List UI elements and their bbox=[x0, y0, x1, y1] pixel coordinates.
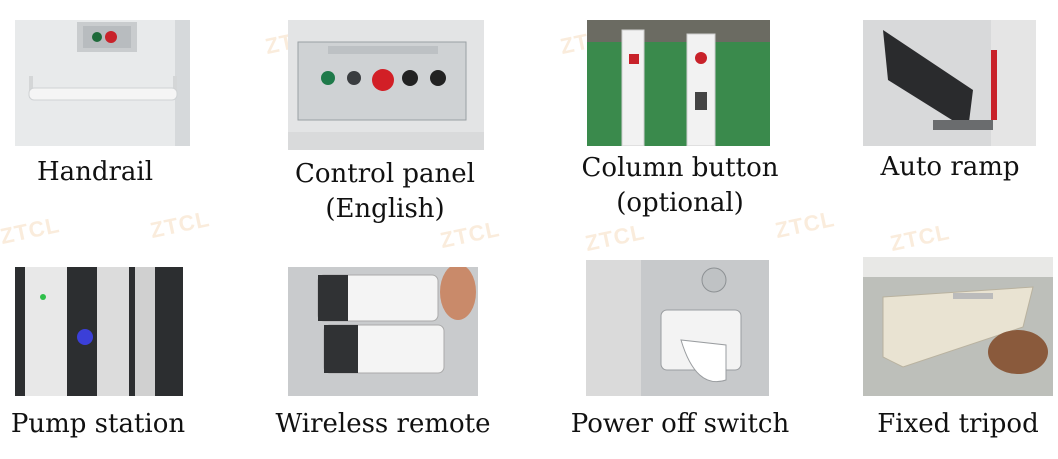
caption-pump-station: Pump station bbox=[10, 409, 186, 439]
watermark-logo: ZTCL bbox=[0, 212, 63, 249]
handrail-photo bbox=[15, 20, 190, 146]
auto-ramp-photo bbox=[863, 20, 1036, 146]
watermark-logo: ZTCL bbox=[887, 219, 953, 256]
wireless-remote-photo bbox=[288, 267, 478, 396]
caption-power-off-switch: Power off switch bbox=[570, 409, 790, 439]
power-off-switch-photo bbox=[586, 260, 769, 396]
caption-handrail: Handrail bbox=[36, 157, 154, 187]
caption-wireless-remote: Wireless remote bbox=[275, 409, 491, 439]
pump-station-photo bbox=[15, 267, 183, 396]
caption-fixed-tripod: Fixed tripod bbox=[877, 409, 1039, 439]
caption-control-panel: Control panel bbox=[295, 159, 475, 189]
column-button-photo bbox=[587, 20, 770, 146]
caption-column-button: Column button bbox=[581, 153, 779, 183]
control-panel-photo bbox=[288, 20, 484, 150]
watermark-logo: ZTCL bbox=[147, 206, 213, 243]
watermark-logo: ZTCL bbox=[582, 219, 648, 256]
caption-column-button-note: (optional) bbox=[616, 188, 744, 218]
caption-auto-ramp: Auto ramp bbox=[880, 152, 1020, 182]
fixed-tripod-photo bbox=[863, 257, 1053, 396]
caption-control-panel-note: (English) bbox=[325, 194, 445, 224]
